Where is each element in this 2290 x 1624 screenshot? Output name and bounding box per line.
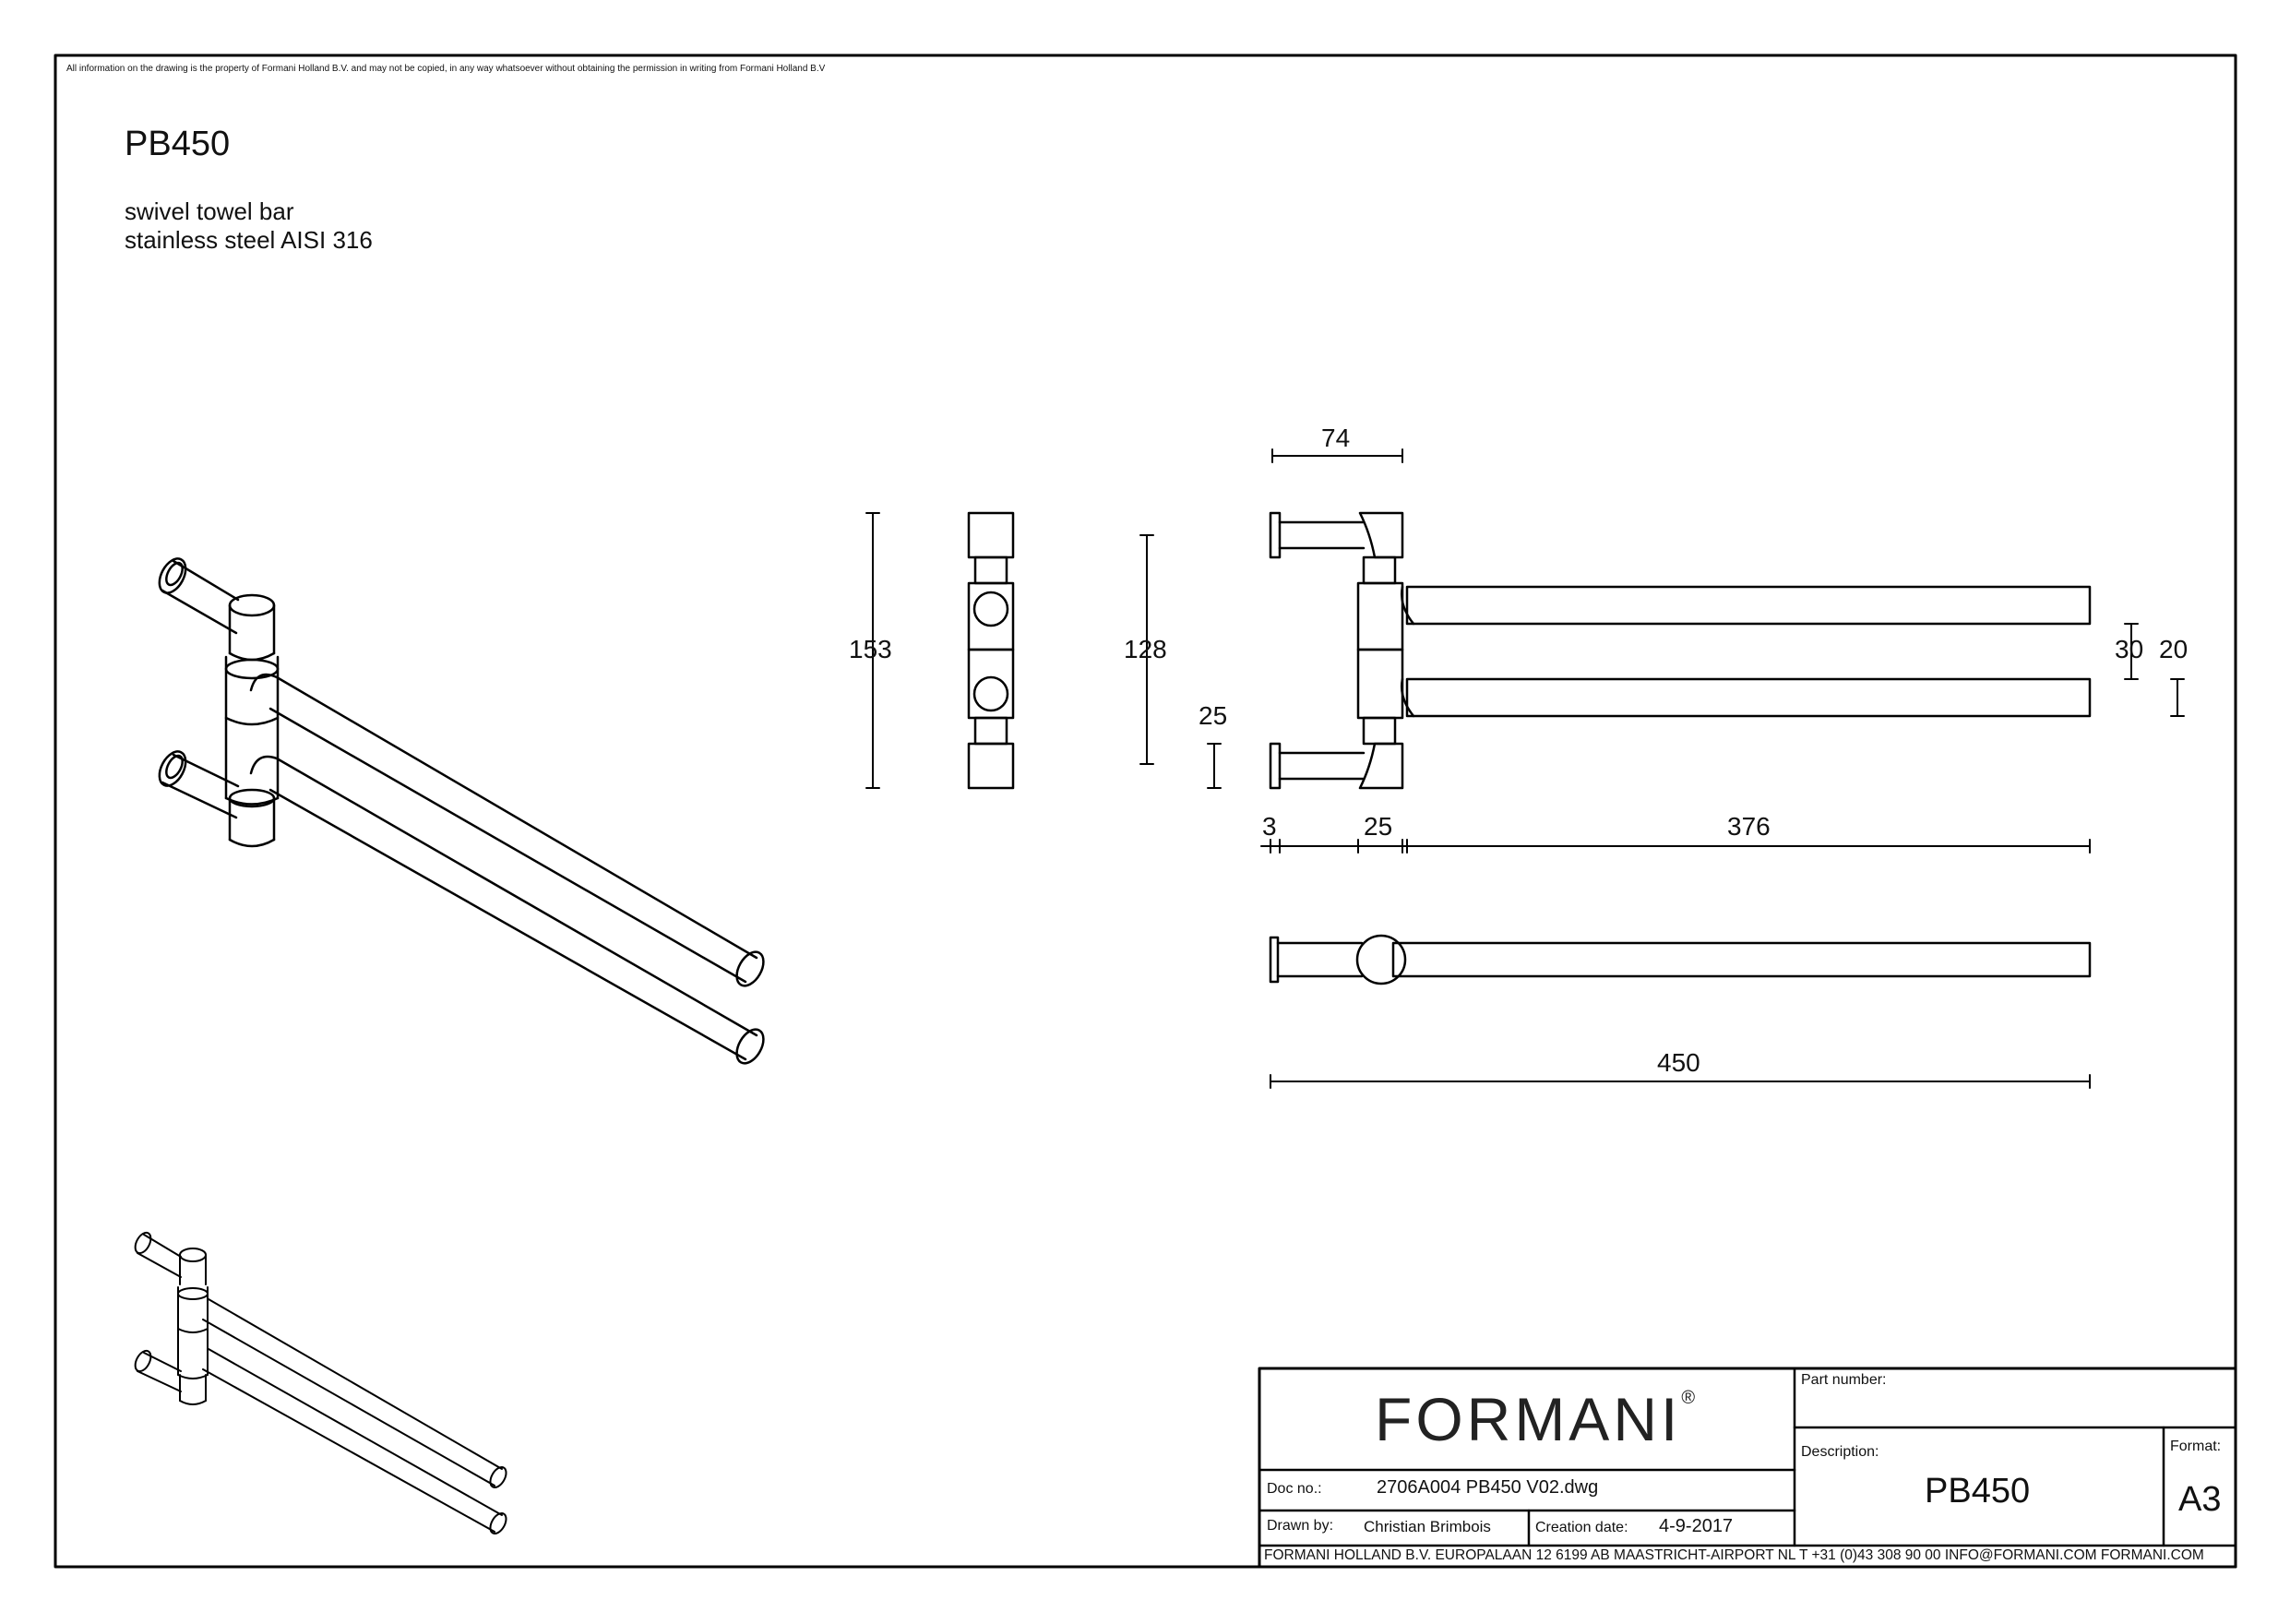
format-value: A3 [2178,1480,2222,1519]
front-view [1207,448,2185,854]
description-label: Description: [1801,1444,1879,1460]
title-block-frame [1258,1367,2237,1569]
isometric-view-large [158,557,765,1065]
logo-text: FORMANI [1375,1385,1682,1453]
doc-no-value: 2706A004 PB450 V02.dwg [1377,1477,1599,1498]
company-logo: FORMANI® [1375,1389,1695,1450]
format-label: Format: [2170,1439,2222,1454]
sheet-border [54,54,2237,1569]
dim-rosette: 25 [1199,701,1228,730]
creation-date-value: 4-9-2017 [1659,1516,1734,1536]
doc-no-label: Doc no.: [1267,1481,1322,1497]
side-view [865,511,1154,790]
dim-gap: 3 [1262,812,1277,841]
part-number-label: Part number: [1801,1372,1887,1388]
product-description-line1: swivel towel bar [125,197,294,225]
product-code-title: PB450 [125,125,231,163]
registered-mark: ® [1681,1388,1696,1408]
dim-hinge: 25 [1364,812,1393,841]
top-view [1269,934,2092,1089]
dim-bar-diameter: 20 [2159,635,2189,663]
dim-bar-pitch: 30 [2115,635,2144,663]
drawn-by-label: Drawn by: [1267,1518,1334,1534]
dim-total-length: 450 [1657,1048,1700,1077]
description-value: PB450 [1925,1472,2031,1511]
dim-bar-length: 376 [1727,812,1771,841]
product-description-line2: stainless steel AISI 316 [125,226,373,254]
dim-top-width: 74 [1321,424,1351,452]
dim-side-height: 153 [849,635,892,663]
company-footer: FORMANI HOLLAND B.V. EUROPALAAN 12 6199 … [1264,1547,2204,1563]
dim-side-inner: 128 [1124,635,1167,663]
isometric-view-small [134,1231,507,1534]
creation-date-label: Creation date: [1535,1520,1628,1535]
drawn-by-value: Christian Brimbois [1364,1518,1491,1535]
disclaimer-text: All information on the drawing is the pr… [66,64,826,74]
